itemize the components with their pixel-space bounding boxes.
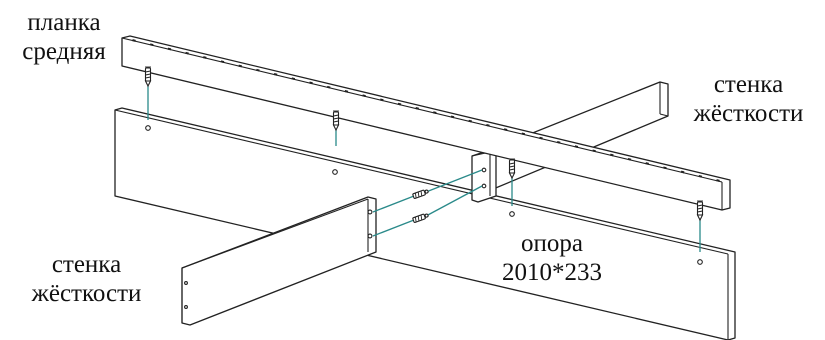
board-hole xyxy=(332,169,338,175)
label-support-board-line2: 2010*233 xyxy=(502,259,602,286)
slat-slot xyxy=(468,119,472,123)
slat-slot xyxy=(592,149,596,153)
label-left-stiffening-wall-line2: жёсткости xyxy=(31,280,142,307)
slat-slot xyxy=(627,157,632,161)
slat-slot xyxy=(433,111,437,114)
slat-slot xyxy=(380,98,384,102)
label-left-stiffening-wall-line1: стенка xyxy=(51,251,122,278)
slat-slot xyxy=(185,51,189,55)
slat-slot xyxy=(220,60,225,64)
label-left-stiffening-wall: стенка жёсткости xyxy=(14,250,159,308)
slat-slot xyxy=(238,64,242,68)
main-support-board xyxy=(114,107,736,340)
label-right-stiffening-wall-line2: жёсткости xyxy=(693,100,804,127)
wall-end-block xyxy=(471,149,497,203)
slat-slot xyxy=(698,174,703,178)
slat-slot xyxy=(149,43,154,47)
label-right-stiffening-wall-line1: стенка xyxy=(713,71,784,98)
slat-slot xyxy=(132,39,136,42)
slat-slot xyxy=(556,140,561,144)
slat-slot xyxy=(344,90,349,93)
label-right-stiffening-wall: стенка жёсткости xyxy=(676,70,821,128)
screw-icon xyxy=(332,110,340,132)
slat-slot xyxy=(309,81,313,85)
board-hole xyxy=(509,211,515,217)
slat-slot xyxy=(291,77,296,81)
slat-slot xyxy=(680,170,685,174)
label-support-board-line1: опора xyxy=(521,230,583,257)
slat-slot xyxy=(326,85,331,89)
board-hole xyxy=(145,125,151,131)
middle-slat xyxy=(121,35,731,211)
slat-slot xyxy=(503,128,508,131)
board-hole xyxy=(697,259,703,265)
label-middle-slat: планка средняя xyxy=(2,8,126,66)
slat-slots xyxy=(132,39,720,182)
dowel-icon xyxy=(412,189,429,200)
slat-slot xyxy=(273,73,278,76)
slat-slot xyxy=(450,115,455,119)
slat-slot xyxy=(645,162,649,165)
dowel-icon xyxy=(412,213,429,224)
label-support-board: опора 2010*233 xyxy=(488,229,616,287)
screw-icon xyxy=(144,66,152,88)
slat-slot xyxy=(203,56,207,59)
screw-icon xyxy=(508,158,516,180)
slat-slot xyxy=(610,153,614,157)
slat-slot xyxy=(362,94,366,98)
slat-slot xyxy=(486,123,490,127)
slat-slot xyxy=(716,179,720,182)
screw-icon xyxy=(696,200,704,222)
slat-slot xyxy=(521,132,526,136)
slat-slot xyxy=(397,102,402,106)
slat-slot xyxy=(167,47,172,51)
slat-slot xyxy=(574,145,579,148)
slat-slot xyxy=(415,107,419,110)
slat-slot xyxy=(539,136,543,140)
slat-slot xyxy=(663,166,667,170)
label-middle-slat-line1: планка xyxy=(27,9,101,36)
slat-slot xyxy=(256,68,260,72)
left-stiffening-wall xyxy=(181,196,377,326)
label-middle-slat-line2: средняя xyxy=(22,38,106,65)
